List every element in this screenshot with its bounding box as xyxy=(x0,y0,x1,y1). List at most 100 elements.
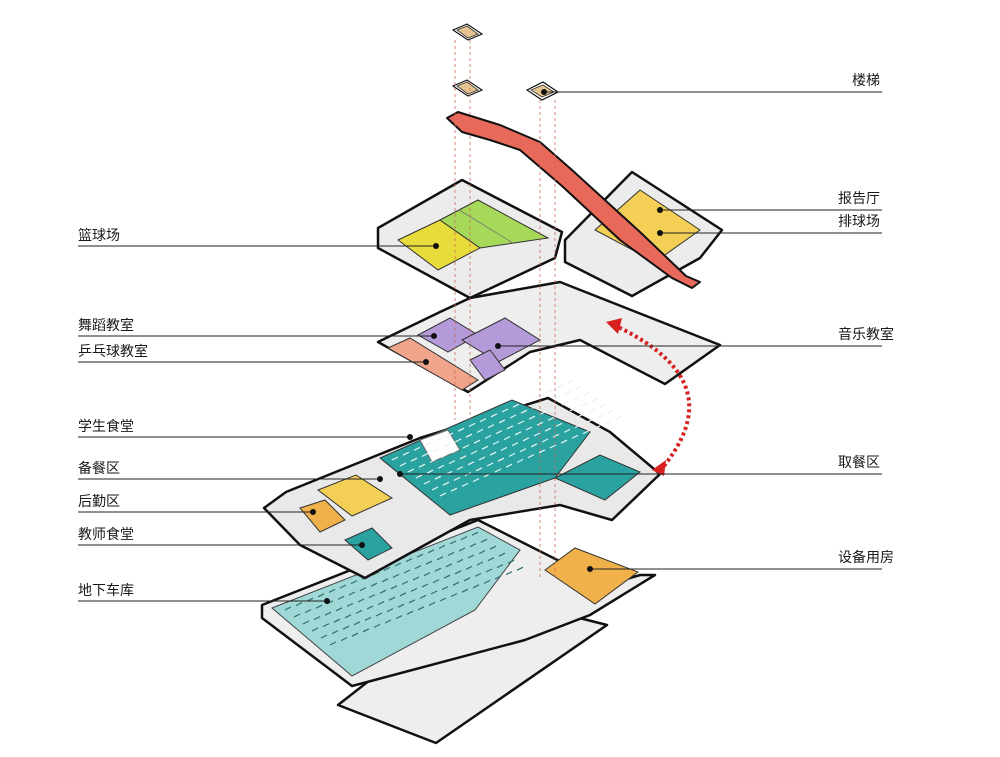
label-equipment-room: 设备用房 xyxy=(838,550,894,566)
pattern-mark xyxy=(320,634,328,639)
pattern-mark xyxy=(514,431,522,436)
pattern-mark xyxy=(383,566,391,571)
pattern-mark xyxy=(461,482,469,487)
label-dance-classroom: 舞蹈教室 xyxy=(78,318,134,334)
pattern-mark xyxy=(284,606,292,611)
pattern-mark xyxy=(340,637,348,642)
pattern-mark xyxy=(329,641,337,646)
pattern-mark xyxy=(530,443,538,448)
pattern-mark xyxy=(583,391,591,396)
canteen-table-rows xyxy=(391,379,623,497)
pattern-mark xyxy=(467,554,475,559)
pattern-mark xyxy=(375,612,383,617)
pattern-mark xyxy=(302,620,310,625)
pattern-mark xyxy=(478,456,486,461)
pattern-mark xyxy=(368,594,376,599)
pattern-mark xyxy=(487,557,495,562)
equipment-room xyxy=(544,547,640,605)
pattern-mark xyxy=(386,608,394,613)
pattern-mark xyxy=(405,558,413,563)
pattern-mark xyxy=(498,419,506,424)
pattern-mark xyxy=(293,613,301,618)
pattern-mark xyxy=(295,602,303,607)
garage-parking-stalls xyxy=(284,531,524,646)
garage-parking-area xyxy=(271,526,521,677)
pattern-mark xyxy=(538,449,546,454)
pattern-mark xyxy=(438,544,446,549)
pattern-mark xyxy=(457,427,465,432)
pattern-mark xyxy=(355,609,363,614)
pattern-mark xyxy=(399,592,407,597)
pattern-mark xyxy=(489,545,497,550)
pattern-mark xyxy=(435,437,443,442)
level-garage xyxy=(260,518,657,745)
pattern-mark xyxy=(364,616,372,621)
logistics-area xyxy=(299,499,346,533)
label-music-classroom: 音乐教室 xyxy=(838,327,894,343)
pattern-mark xyxy=(558,412,566,417)
pattern-mark xyxy=(564,390,572,395)
pattern-mark xyxy=(416,553,424,558)
pattern-mark xyxy=(575,385,583,390)
pattern-mark xyxy=(501,408,509,413)
pattern-mark xyxy=(497,457,505,462)
pattern-mark xyxy=(313,616,321,621)
pattern-mark xyxy=(615,415,623,420)
pickup-area xyxy=(553,454,641,501)
pattern-mark xyxy=(424,442,432,447)
stair-ribbon xyxy=(446,23,701,289)
pattern-mark xyxy=(366,605,374,610)
pattern-mark xyxy=(415,474,423,479)
label-stairs: 楼梯 xyxy=(852,73,880,89)
pattern-mark xyxy=(552,433,560,438)
pattern-mark xyxy=(478,550,486,555)
pattern-mark xyxy=(508,452,516,457)
pattern-mark xyxy=(481,445,489,450)
pattern-mark xyxy=(604,420,612,425)
pattern-mark xyxy=(456,466,464,471)
pattern-mark xyxy=(395,615,403,620)
pattern-mark xyxy=(407,468,415,473)
arrow-head-bottom xyxy=(652,460,666,476)
pattern-mark xyxy=(333,618,341,623)
pattern-mark xyxy=(421,583,429,588)
prep-area xyxy=(316,474,394,517)
pattern-mark xyxy=(599,403,607,408)
pattern-mark xyxy=(469,543,477,548)
pattern-mark xyxy=(572,396,580,401)
pattern-mark xyxy=(542,400,550,405)
arrow-head-top xyxy=(606,318,622,334)
label-pickup-area: 取餐区 xyxy=(838,455,880,471)
pattern-mark xyxy=(528,415,536,420)
pattern-mark xyxy=(304,609,312,614)
pattern-mark xyxy=(591,397,599,402)
pattern-mark xyxy=(348,591,356,596)
label-logistics-area: 后勤区 xyxy=(78,494,120,510)
label-teacher-canteen: 教师食堂 xyxy=(78,527,134,543)
pattern-mark xyxy=(370,582,378,587)
pattern-mark xyxy=(362,628,370,633)
pattern-mark xyxy=(516,566,524,571)
pattern-mark xyxy=(468,422,476,427)
pattern-mark xyxy=(413,446,421,451)
pattern-mark xyxy=(401,580,409,585)
pattern-mark xyxy=(585,419,593,424)
circulation-arrow xyxy=(615,324,692,468)
pattern-mark xyxy=(423,572,431,577)
pattern-mark xyxy=(507,559,515,564)
pattern-mark xyxy=(531,404,539,409)
pattern-mark xyxy=(381,578,389,583)
pattern-mark xyxy=(463,577,471,582)
pattern-mark xyxy=(525,426,533,431)
pattern-mark xyxy=(335,607,343,612)
pattern-mark xyxy=(484,434,492,439)
pattern-mark xyxy=(545,389,553,394)
pattern-mark xyxy=(430,590,438,595)
level-classrooms xyxy=(376,280,722,394)
pattern-mark xyxy=(476,561,484,566)
pattern-mark xyxy=(486,462,494,467)
pattern-mark xyxy=(516,458,524,463)
pattern-mark xyxy=(445,563,453,568)
pattern-mark xyxy=(394,562,402,567)
pattern-mark xyxy=(571,434,579,439)
